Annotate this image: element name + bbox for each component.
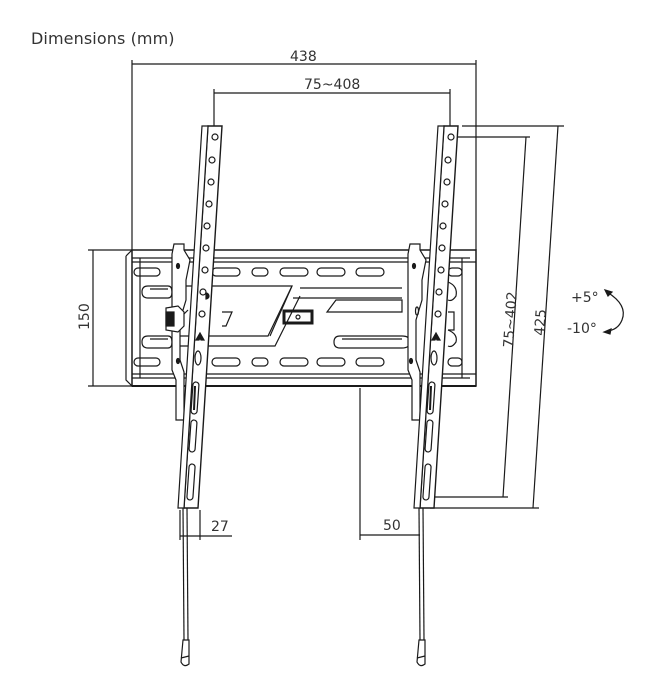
- label-plate-height: 150: [77, 303, 93, 330]
- left-arm: [177, 125, 223, 667]
- label-tilt-up: +5°: [571, 290, 599, 306]
- tilt-arrow-icon: [602, 289, 624, 335]
- label-tilt-down: -10°: [567, 321, 597, 337]
- right-bracket-tab: [407, 243, 457, 421]
- dim-wall-offset: [359, 388, 420, 540]
- dim-vesa-horizontal: [213, 89, 451, 137]
- dim-plate-height: [88, 249, 132, 387]
- label-arm-depth: 27: [211, 519, 229, 535]
- label-vesa-vertical: 75~402: [501, 291, 521, 348]
- diagram-title: Dimensions (mm): [31, 29, 175, 48]
- dim-overall-width: [131, 60, 477, 250]
- label-wall-offset: 50: [383, 518, 401, 534]
- label-vesa-horizontal: 75~408: [304, 77, 360, 93]
- dim-arm-depth: [179, 510, 232, 540]
- level-indicator: [282, 309, 314, 325]
- label-arm-height: 425: [532, 308, 550, 336]
- left-bracket-tab: [165, 243, 191, 421]
- label-overall-width: 438: [290, 49, 317, 65]
- right-arm: [413, 125, 459, 667]
- dim-vertical-right: [430, 125, 564, 509]
